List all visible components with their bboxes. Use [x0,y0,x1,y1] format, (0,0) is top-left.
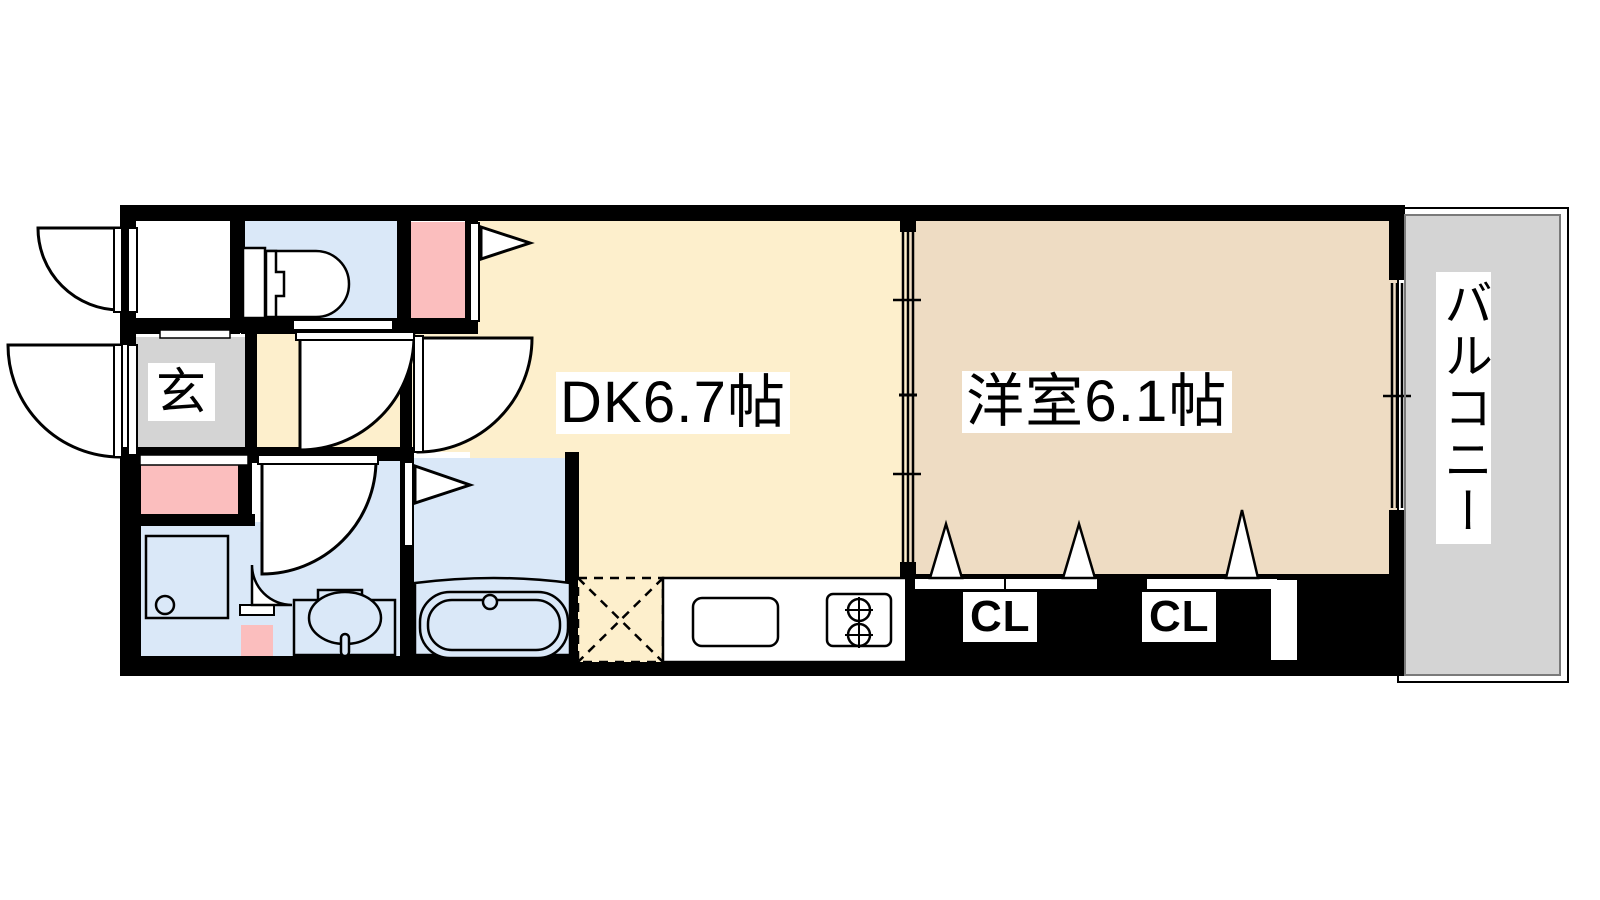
shoe-storage-box [134,217,232,324]
hallway-doors[interactable] [295,331,534,454]
washer-pan-outline [144,534,230,620]
closet-upper-door-panel [469,222,480,322]
threshold-lines [139,329,249,466]
storage-door-swing[interactable] [36,226,122,312]
wall-under-closet-upper [410,318,478,334]
vanity-sink-fixture [292,588,397,658]
wall-under-washcloset [135,514,255,526]
vanity-faucet [339,632,351,658]
refrigerator-space-x1 [577,577,664,663]
closet-washroom-fill [135,462,245,522]
washroom-small-door-swing[interactable] [250,564,293,607]
bathtub-fixture [413,576,572,660]
washroom-entry-panel [257,454,379,465]
toilet-seat-connector [264,249,286,319]
bathroom-door[interactable] [403,461,475,547]
partition-top-jamb [900,218,916,232]
closet-left-jamb [905,574,915,666]
washing-machine-pan [144,534,230,620]
wall-toilet-right [397,213,411,333]
balcony-structure [1397,207,1569,683]
bathroom-door-panel [403,461,414,547]
kitchen-counter [576,576,913,664]
entrance-door-swing[interactable] [6,343,122,459]
toilet-bowl [266,249,351,319]
closet-arrow-1 [928,519,964,580]
wall-bottom-left [120,656,580,676]
closet-upper-fill [410,222,470,322]
closet-washroom-rail [139,454,249,466]
closet-arrow-3 [1224,509,1260,580]
sliding-partition-dk-bedroom[interactable] [893,218,921,578]
wall-niche-slot [1271,580,1297,660]
room-label-bedroom: 洋室6.1帖 [962,371,1232,433]
balcony-outer-edge [1397,207,1569,683]
balcony-inner-edge [1404,214,1561,676]
wall-bottom-kitchen [575,660,913,676]
room-label-genkan: 玄 [148,363,215,421]
wall-bath-lower-left [400,570,414,666]
washroom-entry-door[interactable] [257,454,379,576]
room-label-closet-left: CL [963,592,1038,642]
wall-washroom-leftside [131,455,141,665]
washroom-entry-swing[interactable] [260,458,378,576]
closet-upper-open-arrow [479,224,535,262]
washer-drain [154,594,176,616]
bathtub-drain [481,593,499,611]
room-label-dk: DK6.7帖 [556,372,791,434]
toilet-tank [241,246,267,320]
washroom-door-swing[interactable] [298,334,416,452]
toilet-fixture [241,246,394,331]
washroom-small-door[interactable] [239,564,293,616]
bedroom-closets[interactable] [905,509,1297,666]
dk-door-panel [413,335,424,453]
wall-genkan-right [245,334,257,449]
wall-washcloset-right [238,455,252,525]
shoe-storage-door-panel [127,227,138,313]
kitchen-sink-basin [691,596,780,648]
wall-top-left [120,205,910,221]
genkan-door-panel [127,344,138,456]
wall-top-right [910,205,1405,221]
room-label-balcony: バルコニー [1436,272,1491,544]
closet-divider-wall [1098,574,1120,666]
toilet-door-threshold[interactable] [292,319,394,331]
bathroom-open-arrow [413,463,475,506]
storage-door-panel [113,227,123,313]
refrigerator-space-x2 [577,577,664,663]
wall-toilet-left [231,213,245,333]
washroom-door-panel [295,331,415,341]
washroom-small-door-panel [239,604,275,616]
entrance-doors[interactable] [6,226,123,459]
closet-right-rail [1145,577,1279,591]
closet-upper-door[interactable] [469,222,535,322]
closet-arrow-2 [1061,519,1097,580]
entrance-door-panel [113,344,123,458]
dk-door-swing[interactable] [416,336,534,454]
room-label-closet-right: CL [1142,592,1217,642]
genkan-step-line [159,329,231,339]
